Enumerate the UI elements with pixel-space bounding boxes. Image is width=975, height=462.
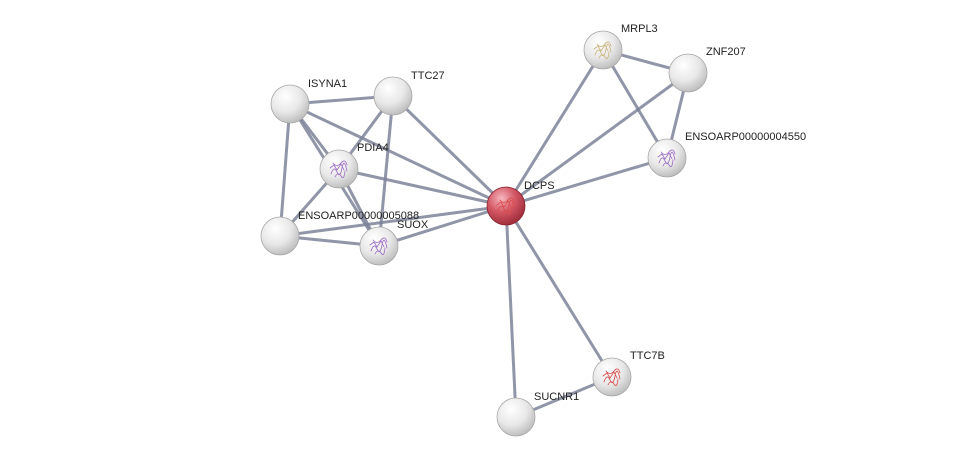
- node-sphere[interactable]: [496, 397, 536, 437]
- node-label: PDIA4: [357, 142, 389, 154]
- node-sphere[interactable]: [486, 186, 526, 226]
- protein-structure-icon: [657, 149, 676, 168]
- node-znf207[interactable]: ZNF207: [668, 46, 746, 93]
- nodes-layer: DCPSISYNA1TTC27PDIA4ENSOARP00000005088SU…: [260, 23, 806, 437]
- node-sucnr1[interactable]: SUCNR1: [496, 391, 579, 437]
- protein-structure-icon: [602, 368, 621, 387]
- node-sphere[interactable]: [260, 216, 300, 256]
- node-ttc7b[interactable]: TTC7B: [592, 350, 665, 397]
- edge-dcps-isyna1[interactable]: [288, 102, 508, 208]
- node-label: ISYNA1: [308, 78, 347, 90]
- node-label: TTC27: [411, 70, 445, 82]
- node-ttc27[interactable]: TTC27: [373, 70, 445, 116]
- node-label: ZNF207: [706, 46, 746, 58]
- node-pdia4[interactable]: PDIA4: [319, 142, 389, 189]
- edge-dcps-pdia4[interactable]: [337, 167, 508, 208]
- node-dcps[interactable]: DCPS: [486, 180, 555, 226]
- edge-isyna1-ensoarp00000005088[interactable]: [278, 102, 292, 238]
- node-sphere[interactable]: [583, 30, 623, 70]
- node-sphere[interactable]: [359, 226, 399, 266]
- edge-dcps-sucnr1[interactable]: [504, 204, 518, 419]
- node-sphere[interactable]: [668, 53, 708, 93]
- protein-structure-icon: [496, 197, 515, 216]
- node-sphere[interactable]: [373, 76, 413, 116]
- node-ensoarp00000005088[interactable]: ENSOARP00000005088: [260, 210, 419, 256]
- edge-dcps-ttc27[interactable]: [391, 94, 508, 208]
- edge-dcps-znf207[interactable]: [504, 71, 690, 208]
- protein-structure-icon: [593, 41, 612, 60]
- node-isyna1[interactable]: ISYNA1: [270, 78, 347, 124]
- protein-structure-icon: [369, 237, 388, 256]
- protein-structure-icon: [329, 160, 348, 179]
- node-sphere[interactable]: [319, 149, 359, 189]
- edge-dcps-ensoarp00000004550[interactable]: [504, 156, 669, 208]
- node-label: MRPL3: [621, 23, 658, 35]
- node-label: DCPS: [524, 180, 555, 192]
- node-mrpl3[interactable]: MRPL3: [583, 23, 658, 70]
- edge-dcps-ttc7b[interactable]: [504, 204, 614, 379]
- edge-ttc27-suox[interactable]: [377, 94, 395, 248]
- node-suox[interactable]: SUOX: [359, 219, 429, 266]
- node-sphere[interactable]: [647, 138, 687, 178]
- node-label: SUCNR1: [534, 391, 579, 403]
- edge-mrpl3-ensoarp00000004550[interactable]: [601, 48, 669, 160]
- edge-dcps-mrpl3[interactable]: [504, 48, 605, 208]
- node-label: SUOX: [397, 219, 429, 231]
- node-label: ENSOARP00000005088: [298, 210, 419, 222]
- edges-layer: [278, 48, 690, 419]
- edge-dcps-ensoarp00000005088[interactable]: [278, 204, 508, 238]
- node-label: TTC7B: [630, 350, 665, 362]
- node-label: ENSOARP00000004550: [685, 131, 806, 143]
- edge-dcps-suox[interactable]: [377, 204, 508, 248]
- node-ensoarp00000004550[interactable]: ENSOARP00000004550: [647, 131, 806, 178]
- node-sphere[interactable]: [270, 84, 310, 124]
- node-sphere[interactable]: [592, 357, 632, 397]
